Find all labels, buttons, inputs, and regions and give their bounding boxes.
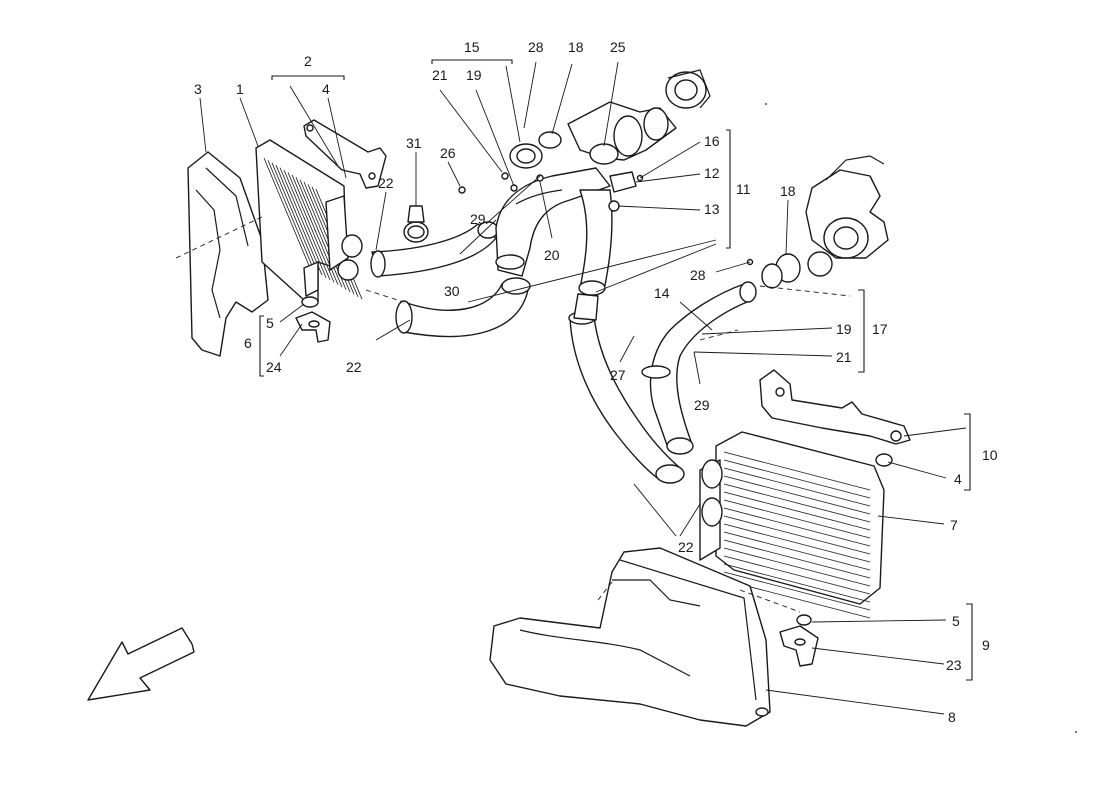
callout-7: 7 [950, 517, 958, 533]
turbocharger-right [761, 155, 889, 289]
left-intercooler-bracket [303, 119, 387, 189]
callout-25: 25 [610, 39, 626, 55]
callout-12: 12 [704, 165, 720, 181]
callout-27: 27 [610, 367, 626, 383]
right-intercooler-bracket [759, 369, 911, 445]
callout-29-mid: 29 [470, 211, 486, 227]
dashline [365, 289, 405, 303]
callout-20: 20 [544, 247, 560, 263]
left-air-duct-shroud [187, 151, 269, 357]
callout-22-lower: 22 [346, 359, 362, 375]
radiator-fin [723, 531, 871, 571]
callout-5-left: 5 [266, 315, 274, 331]
callout-13: 13 [704, 201, 720, 217]
callout-24: 24 [266, 359, 282, 375]
radiator-fin [723, 563, 871, 603]
callout-15: 15 [464, 39, 480, 55]
right-intercooler-core [699, 431, 893, 619]
callout-17: 17 [872, 321, 888, 337]
radiator-fin [723, 451, 871, 491]
radiator-fin [723, 539, 871, 579]
dashline [739, 589, 801, 613]
callout-26: 26 [440, 145, 456, 161]
radiator-fin [263, 157, 311, 269]
callout-28-top: 28 [528, 39, 544, 55]
clamp-31 [403, 205, 429, 243]
radiator-fin [723, 571, 871, 611]
callout-1: 1 [236, 81, 244, 97]
callout-16: 16 [704, 133, 720, 149]
callout-30: 30 [444, 283, 460, 299]
callout-4-left: 4 [322, 81, 330, 97]
group-brackets [259, 59, 973, 681]
radiator-fin [723, 467, 871, 507]
left-rubber-mount-lower [295, 296, 331, 343]
dashline [597, 581, 613, 601]
callout-19-right: 19 [836, 321, 852, 337]
radiator-fin [723, 507, 871, 547]
hose-17 [641, 281, 757, 455]
dashline [175, 215, 265, 259]
radiator-fin [723, 483, 871, 523]
callout-5-right: 5 [952, 613, 960, 629]
hose-22-upper [370, 221, 499, 278]
callout-23: 23 [946, 657, 962, 673]
radiator-fin [267, 160, 315, 271]
radiator-fin [723, 491, 871, 531]
radiator-fin [723, 515, 871, 555]
callout-22-upper: 22 [378, 175, 394, 191]
screw-26 [458, 186, 466, 194]
callout-18-right: 18 [780, 183, 796, 199]
radiator-fin [723, 459, 871, 499]
long-descending-pipe [568, 293, 685, 484]
callout-28-right: 28 [690, 267, 706, 283]
callout-3: 3 [194, 81, 202, 97]
right-rubber-mount-lower [779, 614, 819, 667]
radiator-fin [287, 172, 335, 283]
radiator-fin [723, 475, 871, 515]
callout-10: 10 [982, 447, 998, 463]
callout-21-right: 21 [836, 349, 852, 365]
leader-lines [199, 61, 967, 715]
radiator-fin [723, 499, 871, 539]
callout-6: 6 [244, 335, 252, 351]
callout-14: 14 [654, 285, 670, 301]
radiator-fin [283, 169, 331, 281]
radiator-fin [723, 523, 871, 563]
callout-2: 2 [304, 53, 312, 69]
callout-29-right: 29 [694, 397, 710, 413]
radiator-fin [723, 547, 871, 587]
y-pipe-11 [495, 167, 613, 296]
callout-4-right: 4 [954, 471, 962, 487]
radiator-fin [271, 162, 319, 273]
radiator-fin [295, 177, 343, 288]
direction-arrow-icon [87, 627, 195, 701]
coupling-15 [501, 143, 544, 192]
radiator-fin [279, 167, 327, 278]
callout-labels: 1 2 3 4 31 26 22 15 21 19 28 18 25 16 12… [194, 39, 998, 725]
callout-8: 8 [948, 709, 956, 725]
callout-19-top: 19 [466, 67, 482, 83]
dashline [699, 329, 739, 341]
callout-22-bottom: 22 [678, 539, 694, 555]
callout-18-top: 18 [568, 39, 584, 55]
right-air-duct-shroud [489, 547, 771, 727]
radiator-fin [275, 165, 323, 276]
callout-31: 31 [406, 135, 422, 151]
sensor-12 [608, 171, 644, 212]
callout-9: 9 [982, 637, 990, 653]
pipe-25-assembly [538, 69, 711, 165]
callout-21-top: 21 [432, 67, 448, 83]
dashline [759, 285, 851, 297]
radiator-fin [723, 555, 871, 595]
left-intercooler-core [255, 139, 363, 303]
hose-22-lower [395, 277, 531, 338]
callout-11: 11 [736, 181, 751, 197]
